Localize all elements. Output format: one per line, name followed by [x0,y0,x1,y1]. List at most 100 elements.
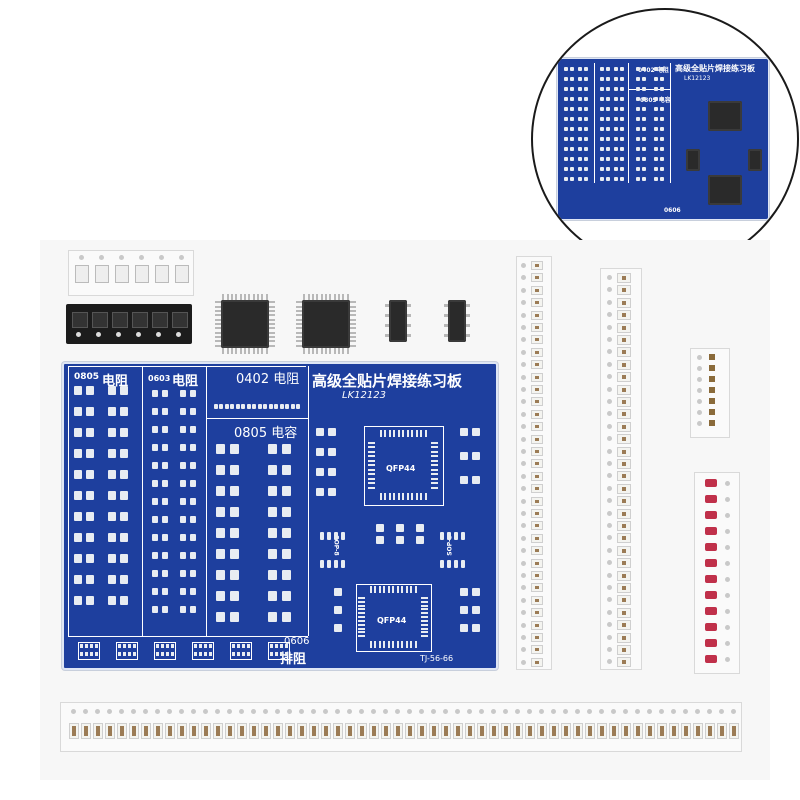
smd-diode [705,511,717,519]
smd-resistor [153,723,163,739]
solder-pad [216,528,225,538]
qfp-pad [378,586,381,593]
smd-resistor [597,723,607,739]
qfp-pad [369,641,372,648]
tape-hole [521,523,526,529]
qfp-pad [411,493,413,500]
inset-pad [600,177,604,181]
inset-pad [636,87,640,91]
solder-pad [180,498,186,505]
ic-pin [325,348,327,354]
solder-pad [108,575,116,584]
inset-pad [614,97,618,101]
solder-pad [447,532,451,540]
smd-resistor [531,645,543,655]
inset-pad [564,67,568,71]
board-model: LK12123 [342,390,386,401]
inset-pad [584,137,588,141]
smd-resistor [693,723,703,739]
smd-resistor [717,723,727,739]
tape-hole [521,287,526,293]
resistor-array-tape-white [68,250,194,296]
smd-resistor [617,583,631,593]
solder-pad [320,532,324,540]
solder-pad [86,554,94,563]
inset-pad [606,67,610,71]
solder-pad [472,476,480,484]
inset-pad [564,97,568,101]
tape-hole [725,561,730,566]
solder-pad [108,428,116,437]
tape-hole [76,332,81,337]
resistor-array-footprint [154,642,176,660]
solder-pad [396,524,404,532]
solder-pad [133,652,136,656]
solder-pad [268,591,277,601]
solder-pad [86,512,94,521]
smd-resistor [617,521,631,531]
ic-pin [269,318,275,321]
smd-diode [705,591,717,599]
smd-resistor [369,723,379,739]
ic-pin [261,348,264,354]
solder-pad [95,652,98,656]
solder-pad [334,532,338,540]
ic-pin [325,294,327,300]
qfp-pad [431,459,438,462]
sop8-chip-2 [444,298,470,344]
ic-pin [350,336,356,339]
inset-pad [654,107,658,111]
solder-pad [180,534,186,541]
qfp-pad [383,586,385,593]
solder-pad [162,552,168,559]
solder-pad [320,560,324,568]
solder-pad [85,644,88,648]
tape-hole [371,709,376,714]
inset-pad [620,67,624,71]
label-qfp-top: QFP44 [386,464,416,473]
smd-resistor [69,723,79,739]
smd-component [709,376,715,382]
inset-pad [600,157,604,161]
inset-pad [564,117,568,121]
tape-hole [725,641,730,646]
ic-pin [296,318,302,321]
solder-pad [268,444,277,454]
solder-pad [230,591,239,601]
smd-resistor [617,359,631,370]
solder-pad [152,606,158,613]
tape-hole [71,709,76,714]
smd-resistor [573,723,583,739]
ic-pin [342,294,345,300]
smd-resistor [357,723,367,739]
tape-hole [83,709,88,714]
inset-board-title: 高级全贴片焊接练习板 [675,64,755,73]
solder-pad [282,591,291,601]
smd-resistor [417,723,427,739]
qfp-pad [410,586,412,593]
solder-pad [334,560,338,568]
solder-pad [285,644,288,648]
inset-pad [578,117,582,121]
ic-pin [215,336,221,339]
inset-pad [654,127,658,131]
smd-resistor [617,297,631,308]
ic-pin [316,294,319,300]
smd-resistor [531,496,543,506]
inset-pad [606,147,610,151]
inset-pad [642,167,646,171]
solder-pad [162,480,168,487]
solder-pad [152,390,158,397]
solder-pad [128,652,131,656]
inset-pad [620,147,624,151]
label-0805-capacitor: 0805 电容 [234,426,298,441]
solder-pad [162,498,168,505]
tape-hole [521,436,526,442]
solder-pad [334,588,342,596]
qfp-pad [421,600,428,603]
ic-pin [338,348,341,354]
inset-pad [642,177,646,181]
inset-pad [614,157,618,161]
inset-pad [636,67,640,71]
smd-resistor [531,372,543,382]
